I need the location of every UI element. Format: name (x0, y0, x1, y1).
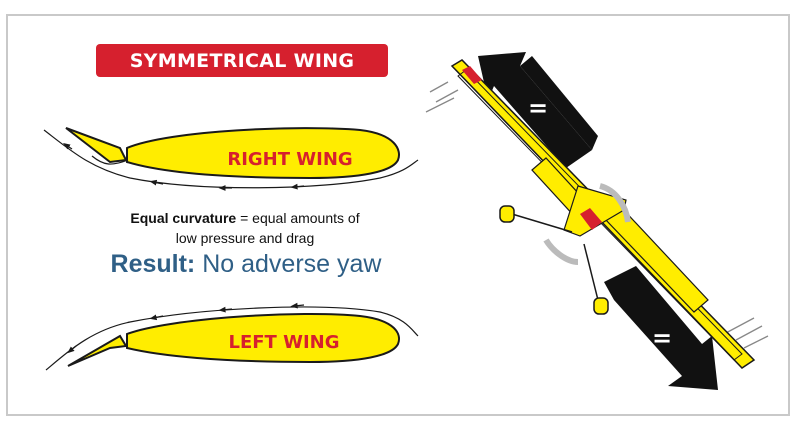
bottom-arrow-symbol: = (652, 324, 672, 352)
right-wing-label: RIGHT WING (227, 149, 352, 170)
left-wing-airfoil (45, 302, 419, 371)
result-label: Result: (110, 250, 196, 278)
title-badge: SYMMETRICAL WING (96, 44, 388, 77)
bottom-drag-arrow: = (604, 266, 718, 390)
right-wing-airfoil (43, 127, 419, 191)
top-arrow-symbol: = (528, 94, 548, 122)
motion-lines (425, 81, 769, 349)
result-text: No adverse yaw (195, 250, 382, 278)
result-line: Result: No adverse yaw (96, 250, 396, 279)
aircraft-top-view (450, 59, 756, 369)
caption-bold: Equal curvature (130, 210, 237, 226)
top-drag-arrow: = (478, 52, 598, 168)
left-wing-label: LEFT WING (229, 332, 340, 353)
caption-line-2: low pressure and drag (175, 230, 315, 246)
caption-rest: = equal amounts of (236, 210, 360, 226)
caption-line-1: Equal curvature = equal amounts of (100, 210, 390, 226)
